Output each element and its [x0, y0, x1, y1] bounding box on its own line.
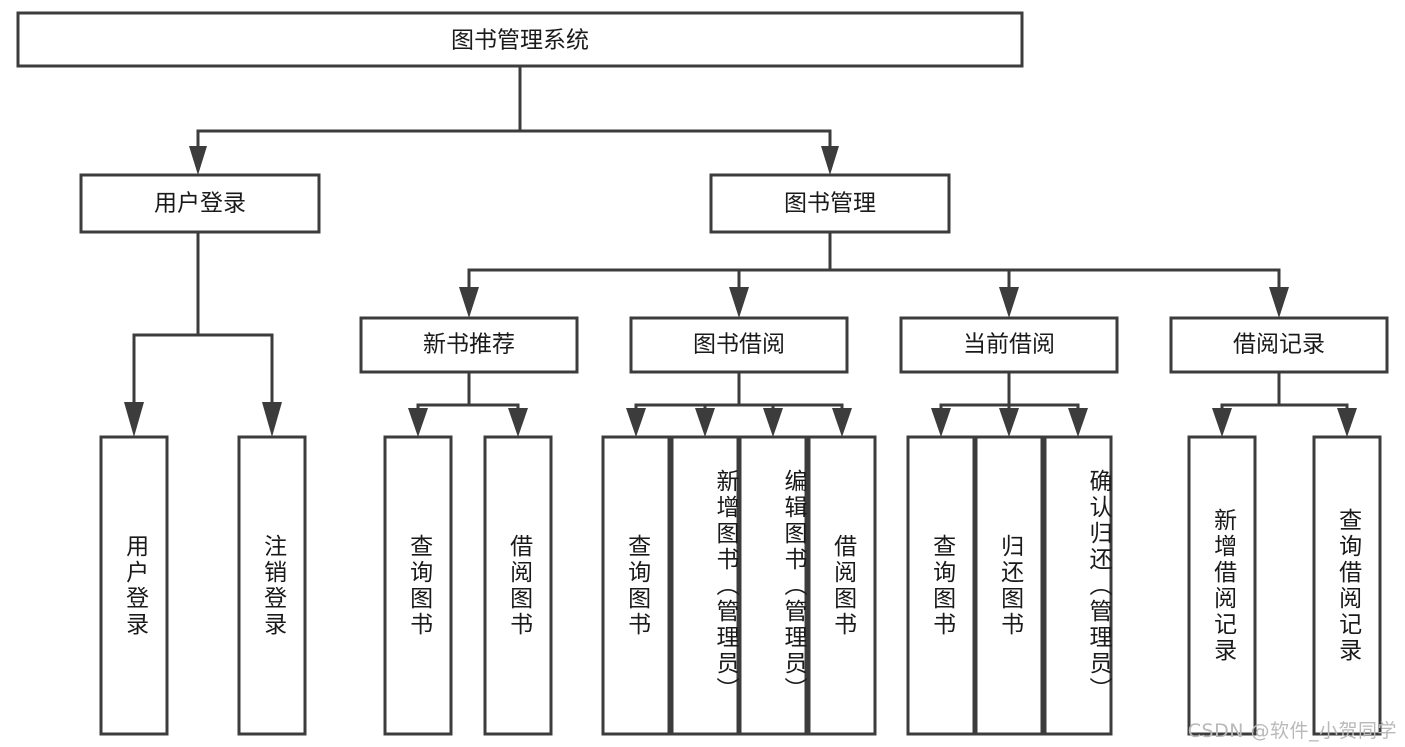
- node-root-system-box[interactable]: [16, 11, 1024, 68]
- arrow-bookborrow-leaf-2-icon: [695, 408, 715, 437]
- leaf-box-book-borrow-3[interactable]: [738, 435, 808, 736]
- arrow-borrowrecord-leaf-1-icon: [1212, 408, 1232, 437]
- arrow-newbook-leaf-1-icon: [408, 408, 428, 437]
- node-root-system[interactable]: 图书管理系统: [16, 11, 1024, 68]
- arrow-bookborrow-leaf-1-icon: [626, 408, 646, 437]
- csdn-watermark: CSDN @软件_小贺同学: [1187, 720, 1397, 742]
- arrow-currentborrow-leaf-2-icon: [999, 408, 1019, 437]
- leaf-box-current-borrow-2[interactable]: [974, 435, 1044, 736]
- node-current-borrow-label: 当前借阅: [963, 332, 1055, 358]
- arrow-to-bookborrow-icon: [729, 287, 749, 318]
- node-current-borrow-box[interactable]: [899, 316, 1119, 374]
- arrow-to-userlogin-icon: [189, 146, 207, 175]
- leaf-box-book-borrow-1[interactable]: [601, 435, 671, 736]
- arrow-bookborrow-leaf-3-icon: [763, 408, 783, 437]
- arrow-userlogin-leaf-1-icon: [124, 402, 144, 437]
- node-user-login-box[interactable]: [79, 173, 321, 234]
- node-current-borrow[interactable]: 当前借阅: [899, 316, 1119, 374]
- node-book-borrow-box[interactable]: [629, 316, 849, 374]
- leaf-box-book-borrow-2[interactable]: [670, 435, 740, 736]
- arrow-to-bookmgmt-icon: [821, 146, 839, 175]
- node-book-management-label: 图书管理: [784, 191, 876, 217]
- arrow-bookborrow-leaf-4-icon: [832, 408, 852, 437]
- leaf-box-borrow-record-1[interactable]: [1187, 435, 1257, 736]
- arrow-newbook-leaf-2-icon: [508, 408, 528, 437]
- node-layer: 图书管理系统 用户登录 图书管理 新书推荐 图书借阅 当前: [16, 11, 1389, 736]
- node-new-book-recommend-box[interactable]: [359, 316, 579, 374]
- node-book-management-box[interactable]: [709, 173, 951, 234]
- node-borrow-record-box[interactable]: [1169, 316, 1389, 374]
- leaf-box-user-login-1[interactable]: [99, 435, 169, 736]
- leaf-box-current-borrow-1[interactable]: [906, 435, 976, 736]
- arrow-borrowrecord-leaf-2-icon: [1337, 408, 1357, 437]
- leaf-box-book-borrow-4[interactable]: [807, 435, 877, 736]
- arrow-userlogin-leaf-2-icon: [262, 402, 282, 437]
- node-user-login[interactable]: 用户登录: [79, 173, 321, 234]
- node-borrow-record-label: 借阅记录: [1233, 332, 1325, 358]
- arrow-to-currentborrow-icon: [999, 287, 1019, 318]
- leaf-box-user-login-2[interactable]: [237, 435, 307, 736]
- arrow-to-newbook-icon: [459, 287, 479, 318]
- node-new-book-recommend-label: 新书推荐: [423, 332, 515, 358]
- leaf-box-new-book-2[interactable]: [483, 435, 553, 736]
- node-root-system-label: 图书管理系统: [451, 28, 589, 54]
- arrow-currentborrow-leaf-1-icon: [931, 408, 951, 437]
- node-user-login-label: 用户登录: [154, 191, 246, 217]
- node-book-borrow[interactable]: 图书借阅: [629, 316, 849, 374]
- leaf-box-new-book-1[interactable]: [383, 435, 453, 736]
- node-book-management[interactable]: 图书管理: [709, 173, 951, 234]
- connector-layer: [124, 64, 1357, 437]
- leaf-box-borrow-record-2[interactable]: [1312, 435, 1382, 736]
- leaf-box-current-borrow-3[interactable]: [1043, 435, 1113, 736]
- node-new-book-recommend[interactable]: 新书推荐: [359, 316, 579, 374]
- arrow-currentborrow-leaf-3-icon: [1068, 408, 1088, 437]
- arrow-to-borrowrecord-icon: [1269, 287, 1289, 318]
- node-borrow-record[interactable]: 借阅记录: [1169, 316, 1389, 374]
- node-book-borrow-label: 图书借阅: [693, 332, 785, 358]
